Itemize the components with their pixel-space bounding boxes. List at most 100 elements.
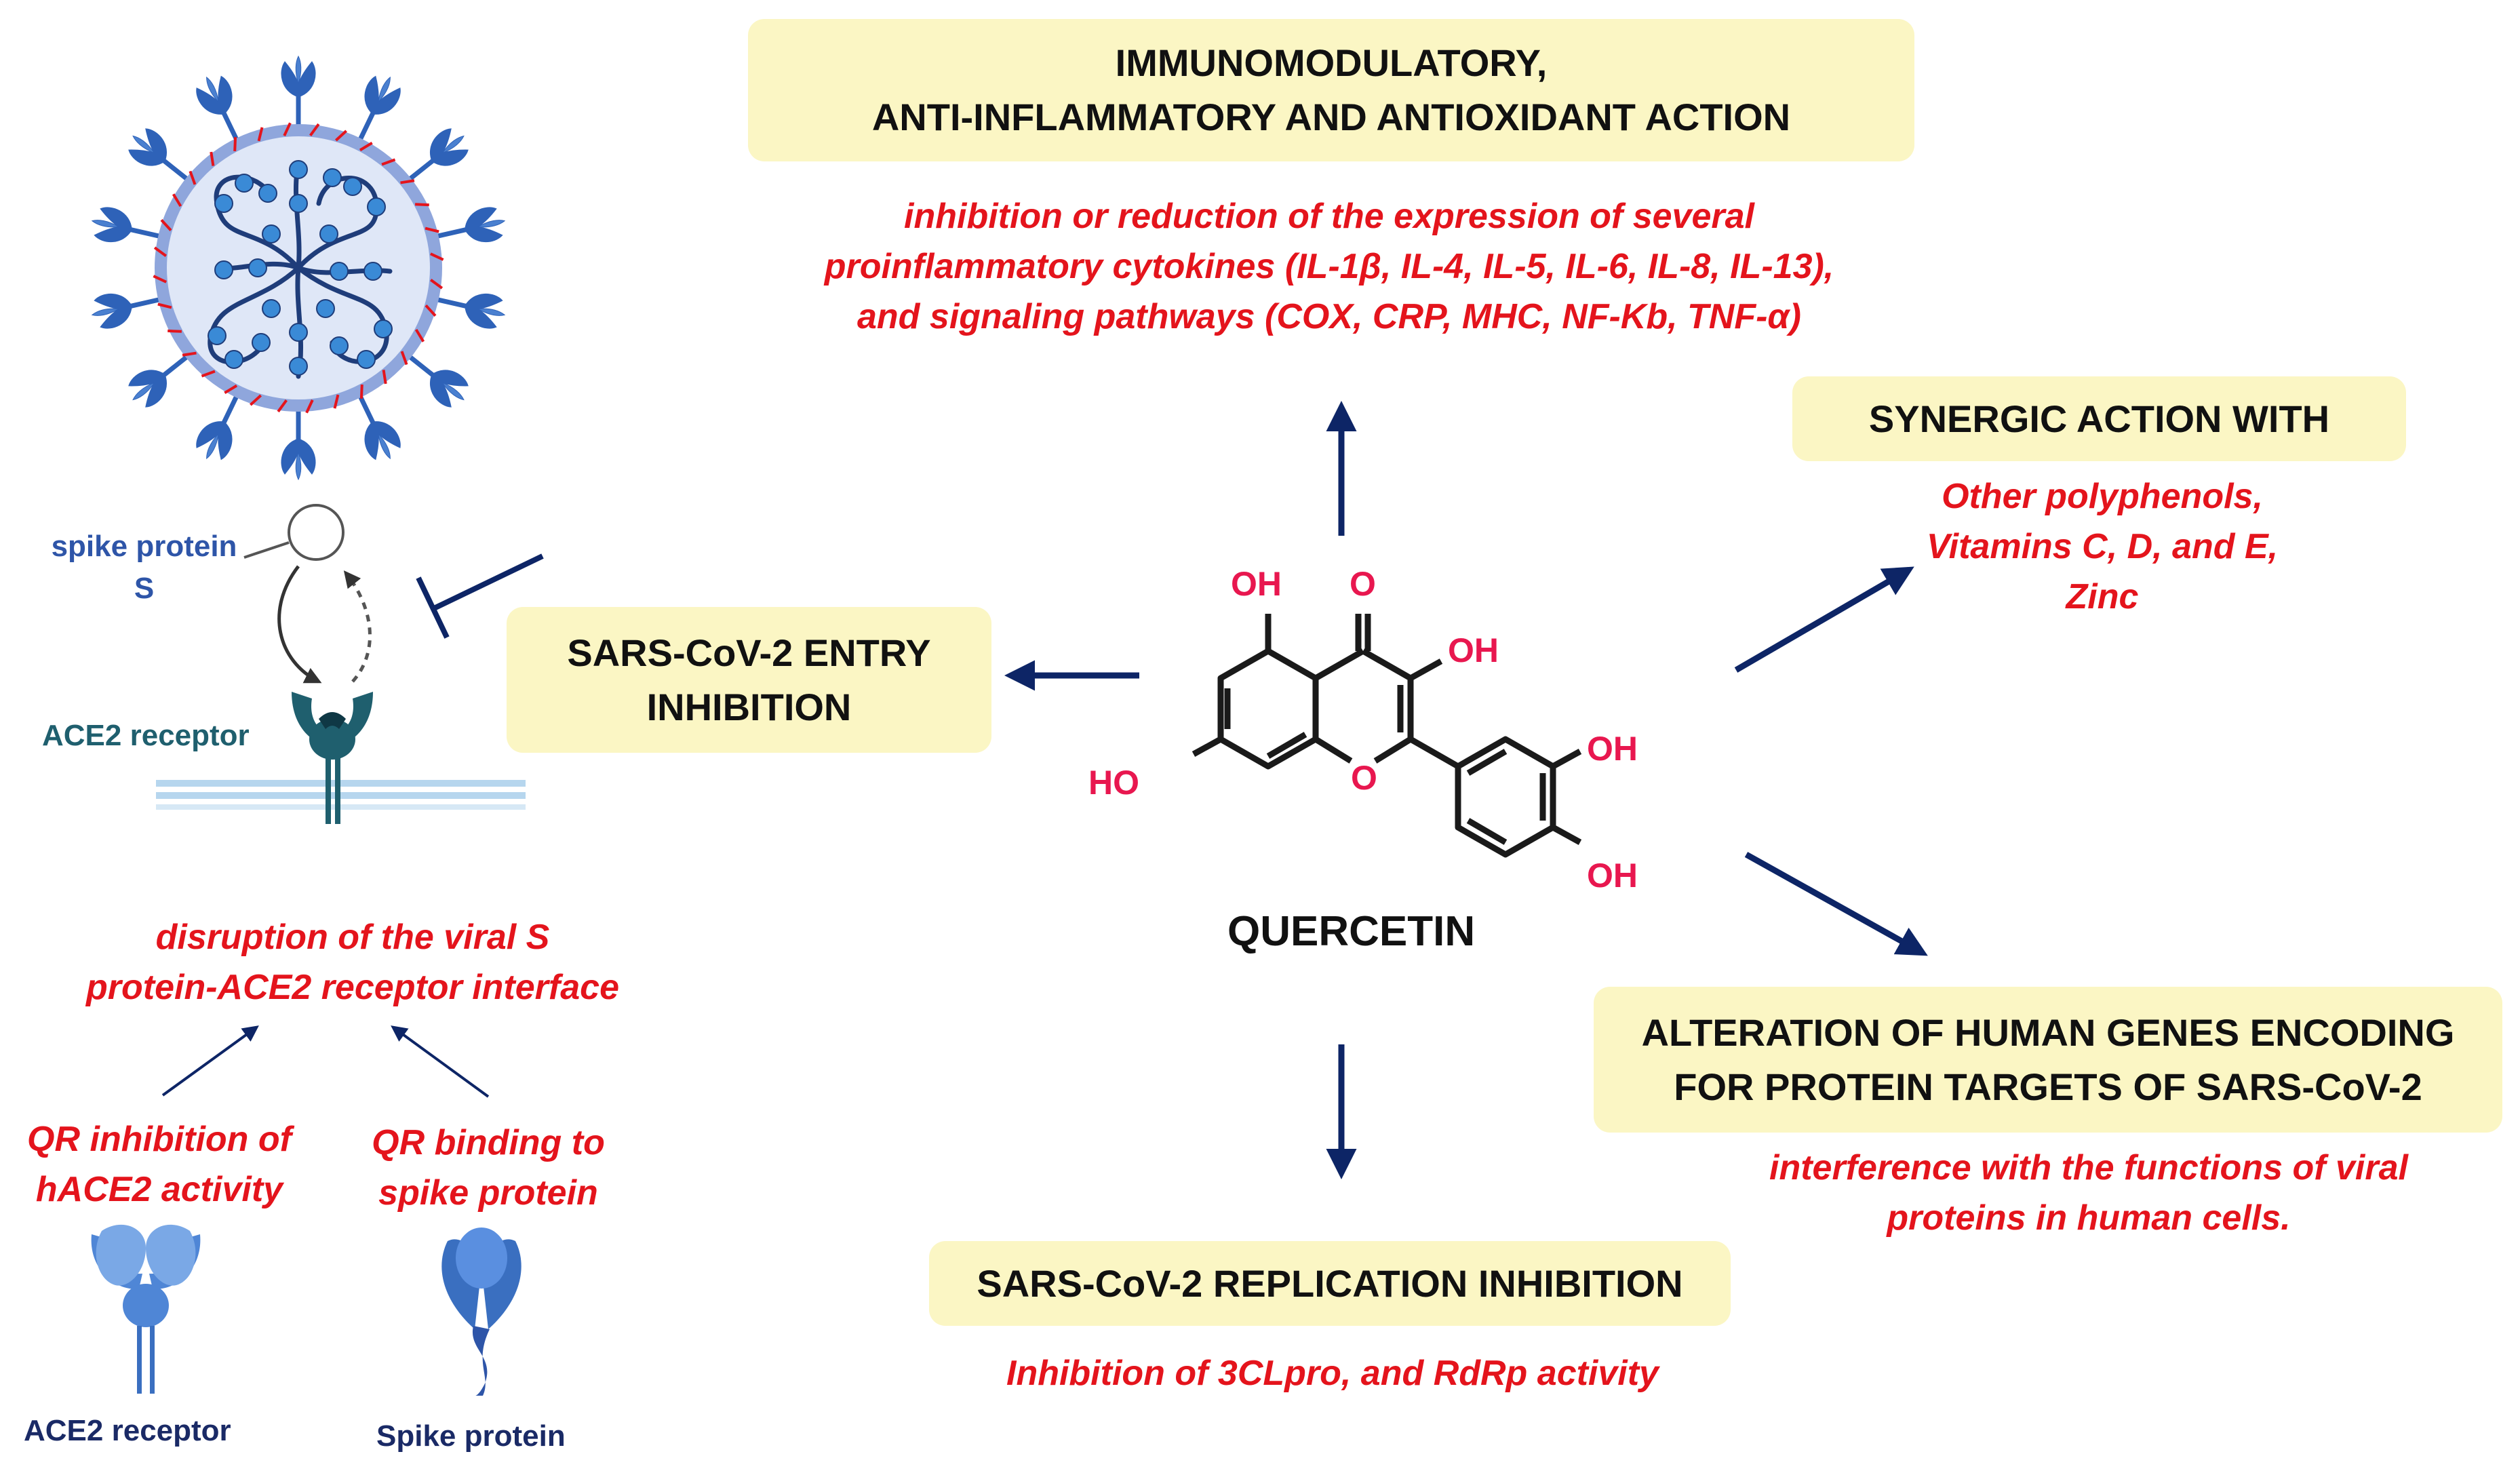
atom-ho-7: HO <box>1088 764 1139 802</box>
alteration-title-line1: ALTERATION OF HUMAN GENES ENCODING <box>1641 1010 2455 1054</box>
spike-glycoprotein-icon <box>91 207 159 243</box>
membrane-protein-icon <box>250 394 262 406</box>
spike-glycoprotein-icon <box>358 396 401 460</box>
rna-bead-icon <box>235 174 254 193</box>
membrane-protein-icon <box>168 329 182 333</box>
alteration-desc-line2: proteins in human cells. <box>1887 1198 2291 1238</box>
membrane-protein-icon <box>153 275 167 283</box>
unbinding-arrow <box>343 570 372 683</box>
membrane-protein-icon <box>382 370 387 385</box>
membrane-protein-icon <box>400 179 415 184</box>
alteration-box: ALTERATION OF HUMAN GENES ENCODING FOR P… <box>1594 987 2502 1133</box>
rna-bead-icon <box>289 357 308 376</box>
atom-oh-3: OH <box>1448 631 1499 669</box>
synergic-title: SYNERGIC ACTION WITH <box>1868 397 2330 440</box>
arrow-down-right <box>1744 852 1928 956</box>
replication-description: Inhibition of 3CLpro, and RdRp activity <box>929 1348 1736 1398</box>
membrane-protein-icon <box>201 370 216 378</box>
membrane-protein-icon <box>359 385 363 399</box>
qr-binding-text: QR binding to spike protein <box>336 1118 641 1218</box>
membrane-protein-icon <box>335 130 347 142</box>
membrane-protein-icon <box>430 279 444 290</box>
disruption-line1: disruption of the viral S <box>155 918 550 957</box>
rna-bead-icon <box>323 168 342 187</box>
synergic-line1: Other polyphenols, <box>1942 477 2263 516</box>
disruption-line2: protein-ACE2 receptor interface <box>86 968 619 1007</box>
membrane-protein-icon <box>309 123 320 136</box>
rna-bead-icon <box>343 177 362 196</box>
rna-bead-icon <box>319 224 338 243</box>
rna-bead-icon <box>330 262 349 281</box>
entry-inhibition-box: SARS-CoV-2 ENTRY INHIBITION <box>507 607 991 753</box>
entry-title-line2: INHIBITION <box>646 685 852 728</box>
spike-protein-label: spike protein S <box>37 526 251 610</box>
membrane-protein-icon <box>333 394 340 409</box>
rna-bead-icon <box>363 262 382 281</box>
atom-oh-3prime: OH <box>1587 730 1638 768</box>
ace2-receptor-small-icon <box>91 1224 201 1394</box>
membrane-protein-icon <box>189 170 197 185</box>
qr-binding-line2: spike protein <box>378 1173 598 1213</box>
spike-glycoprotein-icon <box>281 55 316 125</box>
immunomodulatory-description: inhibition or reduction of the expressio… <box>746 191 1912 342</box>
membrane-protein-icon <box>425 227 439 233</box>
membrane-protein-icon <box>415 203 429 207</box>
atom-oh-5: OH <box>1231 565 1282 603</box>
immunomodulatory-title-line2: ANTI-INFLAMMATORY AND ANTIOXIDANT ACTION <box>871 96 1791 138</box>
arrow-qr-binding <box>391 1025 490 1098</box>
spike-glycoprotein-icon <box>196 396 239 460</box>
rna-bead-icon <box>258 184 277 203</box>
quercetin-structure-icon <box>1192 614 1582 858</box>
rna-bead-icon <box>289 194 308 213</box>
spike-glycoprotein-icon <box>128 355 188 408</box>
spike-protein-small-icon <box>441 1228 521 1396</box>
synergic-line3: Zinc <box>2066 577 2139 616</box>
membrane-protein-icon <box>157 302 172 309</box>
membrane-protein-icon <box>172 193 182 208</box>
rna-bead-icon <box>262 224 281 243</box>
spike-glycoprotein-icon <box>437 293 506 329</box>
atom-oh-4prime: OH <box>1587 857 1638 895</box>
spike-glycoprotein-icon <box>409 128 469 180</box>
spike-glycoprotein-icon <box>128 128 188 180</box>
atom-o-ring: O <box>1351 759 1377 797</box>
rna-bead-icon <box>214 260 233 279</box>
qr-inhibition-line2: hACE2 activity <box>35 1170 283 1209</box>
membrane-protein-icon <box>425 305 437 317</box>
spike-glycoprotein-icon <box>409 355 469 408</box>
membrane-protein-icon <box>283 122 292 136</box>
rna-bead-icon <box>252 333 271 352</box>
quercetin-name: QUERCETIN <box>1227 908 1476 955</box>
spike-glycoprotein-icon <box>437 207 506 243</box>
coronavirus-icon <box>91 55 506 561</box>
immunomodulatory-box: IMMUNOMODULATORY, ANTI-INFLAMMATORY AND … <box>748 19 1914 161</box>
membrane-protein-icon <box>182 351 197 357</box>
immunomodulatory-desc-line1: inhibition or reduction of the expressio… <box>904 197 1754 236</box>
arrow-qr-inhibition <box>161 1025 259 1097</box>
rna-bead-icon <box>248 258 267 277</box>
ace2-receptor-label: ACE2 receptor <box>42 719 250 752</box>
rna-bead-icon <box>374 319 393 338</box>
membrane-protein-icon <box>305 399 314 414</box>
spike-glycoprotein-icon <box>196 75 239 140</box>
qr-binding-line1: QR binding to <box>372 1123 605 1162</box>
ace2-receptor-caption: ACE2 receptor <box>24 1414 231 1447</box>
rna-bead-icon <box>214 194 233 213</box>
ace2-receptor-icon <box>156 692 526 824</box>
rna-bead-icon <box>357 350 376 369</box>
replication-desc: Inhibition of 3CLpro, and RdRp activity <box>1006 1354 1659 1393</box>
qr-inhibition-line1: QR inhibition of <box>27 1120 292 1159</box>
membrane-protein-icon <box>400 351 408 366</box>
rna-bead-icon <box>208 326 227 345</box>
membrane-protein-icon <box>224 384 238 395</box>
membrane-protein-icon <box>381 158 396 166</box>
rna-bead-icon <box>224 350 243 369</box>
immunomodulatory-desc-line2: proinflammatory cytokines (IL-1β, IL-4, … <box>824 247 1834 286</box>
rna-bead-icon <box>367 197 386 216</box>
immunomodulatory-title-line1: IMMUNOMODULATORY, <box>1115 41 1548 84</box>
synergic-box: SYNERGIC ACTION WITH <box>1792 376 2406 461</box>
alteration-title-line2: FOR PROTEIN TARGETS OF SARS-CoV-2 <box>1674 1065 2422 1108</box>
alteration-desc-line1: interference with the functions of viral <box>1769 1148 2408 1187</box>
